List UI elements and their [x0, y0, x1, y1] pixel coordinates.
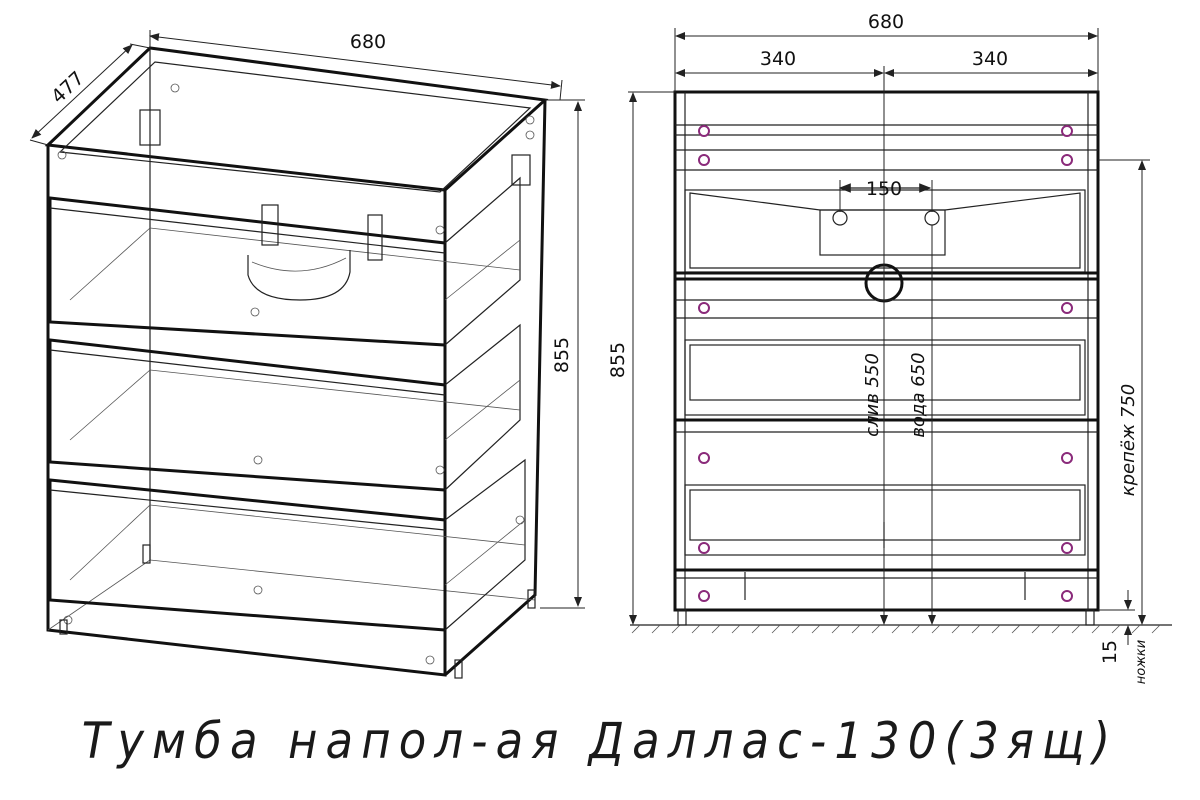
- legs-caption: ножки: [1134, 640, 1149, 684]
- iso-top-panel: [44, 46, 549, 192]
- front-leg-right: [1085, 609, 1095, 626]
- front-drawer-2: [675, 339, 1098, 433]
- front-width-label: 680: [868, 11, 904, 33]
- iso-siphon-cutout: [247, 250, 351, 301]
- iso-height-label: 855: [551, 337, 573, 373]
- mounting-holes: [698, 125, 1073, 602]
- front-left-half-label: 340: [760, 48, 796, 70]
- iso-drawer-3: [48, 458, 526, 632]
- iso-drawer-1: [48, 176, 521, 347]
- isometric-view: 680 477 855: [29, 30, 585, 679]
- front-height-label: 855: [607, 342, 629, 378]
- front-drawer-3: [675, 484, 1098, 579]
- drain-height-label: слив 550: [862, 353, 883, 437]
- front-view: 150: [607, 11, 1172, 684]
- iso-width-label: 680: [350, 31, 386, 53]
- water-height-label: вода 650: [908, 352, 929, 437]
- front-right-half-label: 340: [972, 48, 1008, 70]
- legs-height-value: 15: [1099, 640, 1121, 664]
- mount-height-label: крепёж 750: [1118, 384, 1139, 497]
- iso-drawer-2: [48, 323, 521, 492]
- front-leg-left: [677, 609, 687, 626]
- front-carcass: [673, 90, 1100, 612]
- drawing-title: Тумба напол-ая Даллас-130(3ящ): [81, 712, 1119, 770]
- iso-depth-label: 477: [47, 67, 89, 108]
- floor-hatch: [631, 624, 1161, 634]
